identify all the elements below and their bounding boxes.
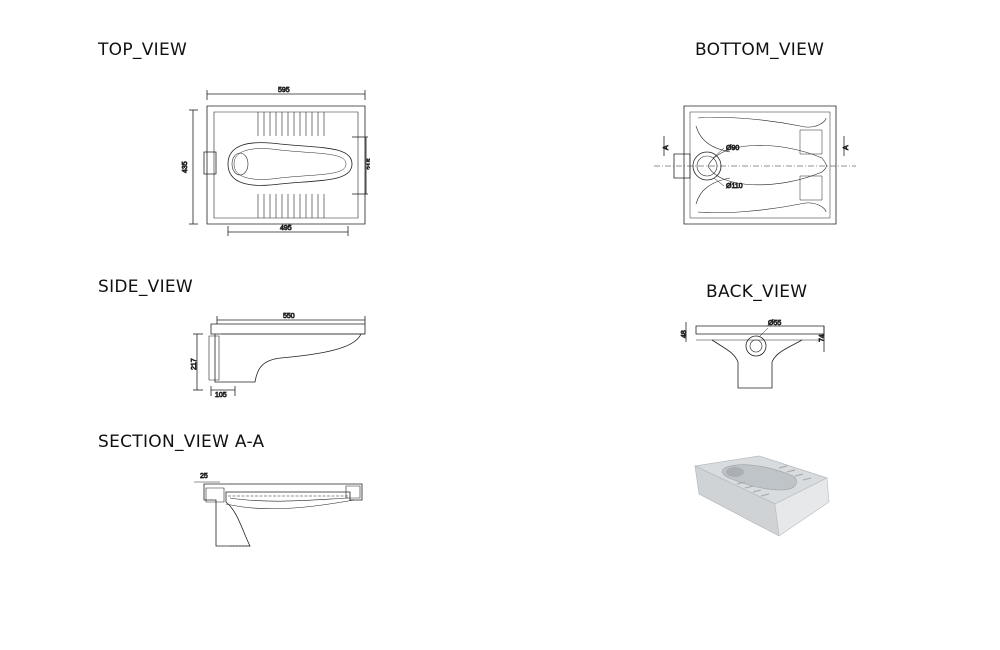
section-view-title: SECTION_VIEW A-A bbox=[98, 432, 265, 452]
back-outlet-outer bbox=[746, 336, 766, 356]
pan-3d-render bbox=[675, 438, 845, 548]
dim-back-outlet-diameter: Ø55 bbox=[768, 320, 781, 327]
section-view-drawing: 25 bbox=[190, 473, 370, 550]
bottom-view-drawing: A A Ø90 Ø110 bbox=[650, 100, 860, 235]
dim-outer-diameter: Ø110 bbox=[726, 183, 743, 190]
dim-pan-depth: 215 bbox=[367, 158, 370, 170]
section-marker-right: A bbox=[843, 145, 850, 150]
side-view-drawing: 550 217 105 bbox=[191, 313, 375, 399]
dim-side-height: 217 bbox=[191, 358, 198, 370]
dim-pan-width: 495 bbox=[280, 225, 292, 232]
dim-overall-depth: 435 bbox=[182, 161, 189, 173]
back-outlet-inner bbox=[750, 340, 762, 352]
bottom-outline bbox=[684, 106, 836, 224]
back-view-title: BACK_VIEW bbox=[706, 282, 808, 302]
side-view-title: SIDE_VIEW bbox=[98, 277, 194, 297]
section-outer bbox=[204, 484, 362, 546]
dim-side-length: 550 bbox=[283, 313, 295, 320]
side-rim bbox=[211, 324, 365, 334]
dim-inner-diameter: Ø90 bbox=[726, 145, 739, 152]
bottom-view-title: BOTTOM_VIEW bbox=[695, 40, 825, 60]
foot-grooves-top bbox=[258, 112, 324, 136]
top-view-drawing: 595 435 215 495 bbox=[182, 87, 370, 242]
dim-side-base: 105 bbox=[215, 392, 227, 399]
section-marker-left: A bbox=[663, 145, 670, 150]
back-view-drawing: 48 Ø55 74 bbox=[681, 320, 826, 392]
top-view-title: TOP_VIEW bbox=[98, 40, 188, 60]
side-body bbox=[215, 334, 361, 382]
back-rim bbox=[696, 326, 824, 334]
foot-grooves-bottom bbox=[258, 194, 324, 218]
bowl-outline bbox=[228, 143, 352, 186]
back-body bbox=[712, 340, 802, 388]
dim-overall-width: 595 bbox=[278, 87, 290, 94]
dim-back-right-height: 74 bbox=[819, 334, 826, 342]
dim-section-rim: 25 bbox=[200, 473, 208, 480]
pan-outline bbox=[207, 106, 365, 224]
dim-back-left-height: 48 bbox=[681, 330, 688, 338]
